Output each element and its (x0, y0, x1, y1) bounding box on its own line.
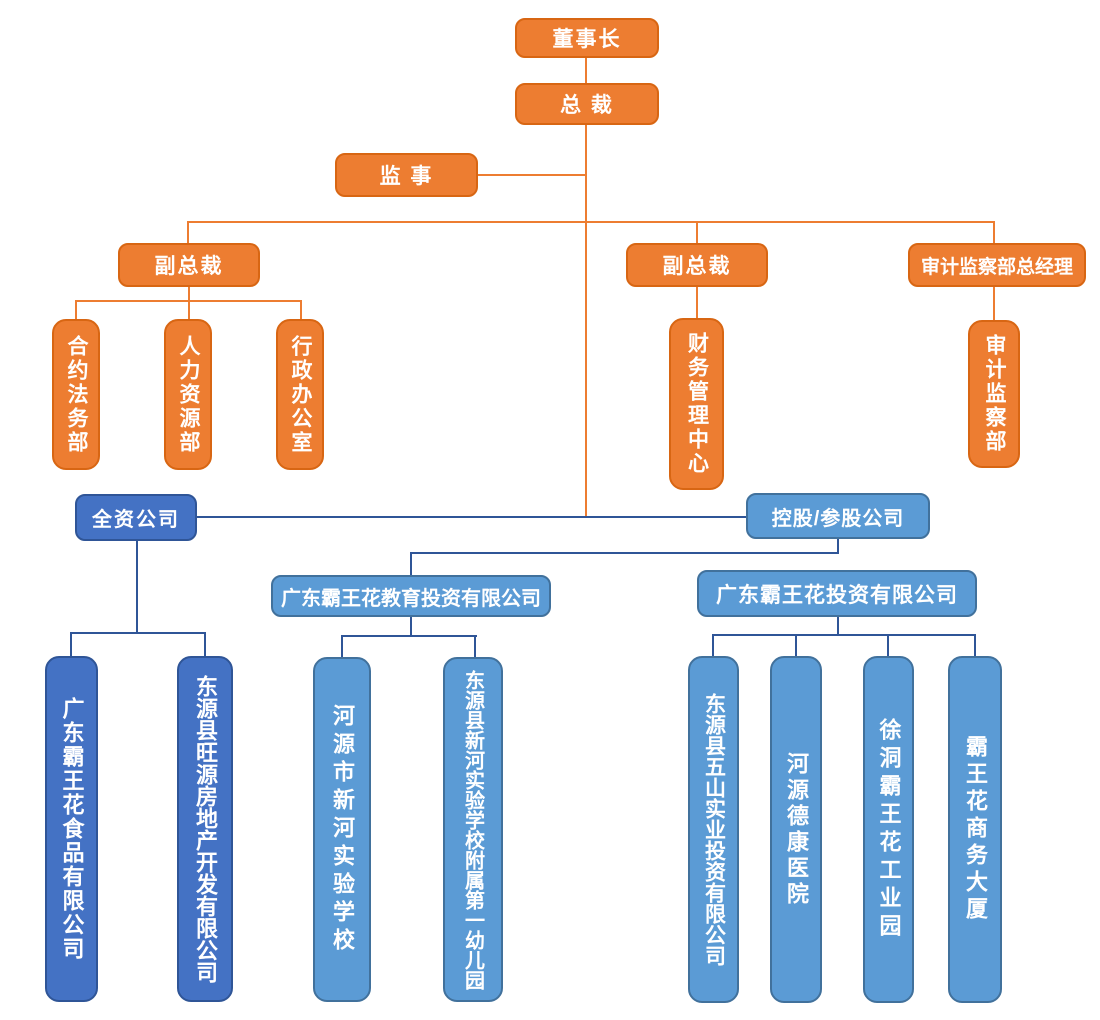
connector-line (974, 634, 976, 657)
node-label: 财务管理中心 (685, 332, 709, 476)
node-invest-co: 广东霸王花投资有限公司 (697, 570, 977, 617)
connector-line (187, 221, 995, 223)
connector-line (474, 635, 476, 658)
connector-line (478, 174, 586, 176)
node-label: 全资公司 (92, 509, 180, 531)
node-audit-dept: 审计监察部 (968, 320, 1020, 468)
node-finance-center: 财务管理中心 (669, 318, 724, 490)
connector-line (696, 221, 698, 244)
node-wholly-owned: 全资公司 (75, 494, 197, 541)
node-hr-dept: 人力资源部 (164, 319, 212, 470)
node-label: 东源县新河实验学校附属第一幼儿园 (461, 669, 484, 990)
connector-line (410, 616, 412, 637)
node-commercial-building: 霸王花商务大厦 (948, 656, 1002, 1003)
node-audit-gm: 审计监察部总经理 (908, 243, 1086, 287)
connector-line (75, 300, 302, 302)
node-label: 董事长 (552, 28, 622, 51)
connector-line (837, 616, 839, 636)
node-label: 东源县五山实业投资有限公司 (702, 693, 726, 966)
connector-line (187, 221, 189, 244)
node-vp-left: 副总裁 (118, 243, 260, 287)
node-dekang-hospital: 河源德康医院 (770, 656, 822, 1003)
node-label: 合约法务部 (65, 334, 88, 455)
connector-line (75, 300, 77, 320)
node-label: 人力资源部 (177, 334, 200, 455)
node-wushan-co: 东源县五山实业投资有限公司 (688, 656, 739, 1003)
node-label: 广东霸王花食品有限公司 (59, 697, 85, 961)
connector-line (585, 57, 587, 84)
connector-line (70, 632, 206, 634)
node-label: 审计监察部 (983, 334, 1006, 454)
node-label: 副总裁 (154, 255, 224, 278)
node-label: 河源市新河实验学校 (330, 703, 355, 956)
node-contract-legal-dept: 合约法务部 (52, 319, 100, 470)
connector-line (585, 124, 587, 518)
connector-line (136, 540, 138, 634)
connector-line (712, 634, 976, 636)
node-admin-office: 行政办公室 (276, 319, 324, 470)
node-label: 副总裁 (662, 255, 732, 278)
node-label: 霸王花商务大厦 (963, 735, 988, 924)
connector-line (993, 286, 995, 321)
node-label: 河源德康医院 (784, 751, 809, 908)
connector-line (837, 537, 839, 554)
connector-line (795, 634, 797, 657)
node-food-co: 广东霸王花食品有限公司 (45, 656, 98, 1002)
node-industrial-park: 徐洞霸王花工业园 (863, 656, 914, 1003)
node-label: 广东霸王花教育投资有限公司 (281, 587, 541, 610)
connector-line (993, 221, 995, 244)
connector-line (341, 635, 477, 637)
node-label: 总 裁 (560, 94, 614, 117)
connector-line (300, 300, 302, 320)
node-edu-invest-co: 广东霸王花教育投资有限公司 (271, 575, 551, 617)
node-vp-right: 副总裁 (626, 243, 768, 287)
connector-line (188, 286, 190, 320)
connector-line (341, 635, 343, 658)
node-president: 总 裁 (515, 83, 659, 125)
node-label: 徐洞霸王花工业园 (876, 717, 902, 942)
connector-line (696, 286, 698, 319)
node-label: 行政办公室 (289, 334, 312, 455)
node-label: 控股/参股公司 (771, 507, 905, 530)
connector-line (197, 516, 746, 518)
connector-line (712, 634, 714, 657)
node-supervisor: 监 事 (335, 153, 478, 197)
node-label: 审计监察部总经理 (920, 256, 1073, 278)
connector-line (410, 552, 412, 576)
node-kindergarten: 东源县新河实验学校附属第一幼儿园 (443, 657, 503, 1002)
node-label: 东源县旺源房地产开发有限公司 (193, 675, 218, 983)
connector-line (204, 632, 206, 657)
node-xinhe-school: 河源市新河实验学校 (313, 657, 371, 1002)
node-holding: 控股/参股公司 (746, 493, 930, 539)
node-realestate-co: 东源县旺源房地产开发有限公司 (177, 656, 233, 1002)
connector-line (410, 552, 839, 554)
node-label: 监 事 (379, 165, 434, 188)
node-label: 广东霸王花投资有限公司 (716, 583, 958, 607)
node-chairman: 董事长 (515, 18, 659, 58)
connector-line (887, 634, 889, 657)
connector-line (70, 632, 72, 657)
